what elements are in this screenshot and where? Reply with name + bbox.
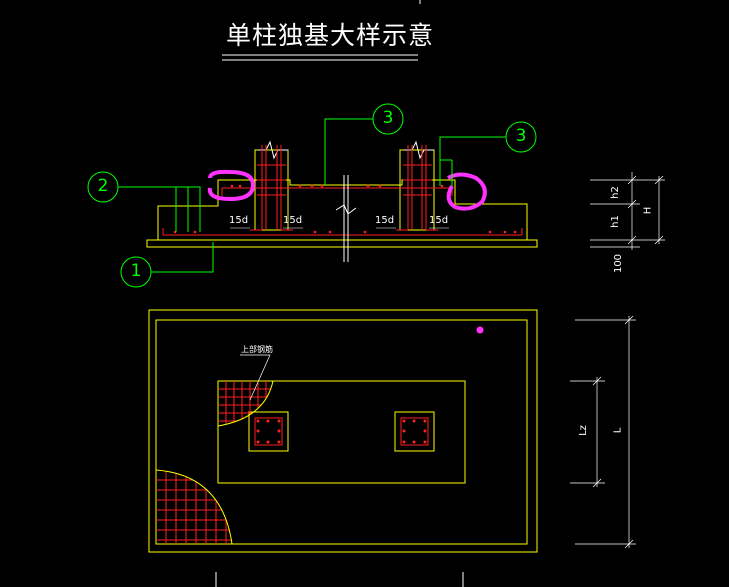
- anchorage-label-4: 15d: [429, 215, 449, 226]
- dim-L: L: [612, 427, 624, 434]
- anchorage-label-3: 15d: [375, 215, 395, 226]
- callout-3a: 3: [382, 108, 394, 128]
- plan-column-left-ties: [254, 417, 283, 446]
- elevation-dimensions: [590, 172, 665, 250]
- marker-dot: [476, 326, 484, 334]
- callout-3b: 3: [515, 126, 527, 146]
- bedding-layer: [146, 239, 538, 248]
- callout-2: 2: [97, 176, 109, 196]
- dim-h1: h1: [609, 215, 621, 228]
- dim-h2: h2: [609, 186, 621, 199]
- top-mesh: [218, 381, 273, 426]
- dim-H: H: [642, 206, 654, 215]
- top-rebar-dots: [230, 184, 444, 188]
- plan-column-right: [394, 411, 435, 452]
- highlight-right: [446, 172, 487, 211]
- bottom-mesh-arc: [155, 469, 233, 545]
- leader-lines: [87, 103, 537, 288]
- top-rebar-label: 上部钢筋: [241, 345, 273, 354]
- drawing-title: 单柱独基大样示意: [226, 21, 435, 50]
- top-rebar-leader: [240, 354, 271, 401]
- anchorage-label-2: 15d: [283, 215, 303, 226]
- dim-Lz: Lz: [577, 425, 589, 436]
- bottom-rebar: [162, 228, 523, 236]
- anchorage-label-1: 15d: [229, 215, 249, 226]
- column-right: [399, 149, 435, 231]
- footing-outline: [157, 179, 528, 240]
- plan-dimensions: [570, 315, 636, 549]
- center-break-line: [335, 175, 357, 262]
- callout-1: 1: [130, 261, 142, 281]
- plan-outer: [148, 309, 538, 553]
- highlight-left: [207, 169, 256, 202]
- break-symbol-left: [258, 140, 288, 160]
- section-view: [87, 103, 538, 288]
- highlight-marks: [207, 169, 487, 211]
- title-underline: [222, 54, 418, 61]
- plan-column-right-ties: [400, 417, 429, 446]
- plan-column-bars: [256, 419, 427, 444]
- plan-step: [217, 380, 466, 484]
- plan-column-left: [248, 411, 289, 452]
- top-mesh-arc: [217, 380, 274, 427]
- dim-cover: 100: [613, 253, 625, 274]
- bottom-rebar-dots: [173, 230, 517, 234]
- stirrups: [257, 164, 432, 196]
- plan-view: [148, 309, 538, 587]
- plan-inner: [155, 319, 528, 545]
- bottom-mesh: [156, 470, 232, 544]
